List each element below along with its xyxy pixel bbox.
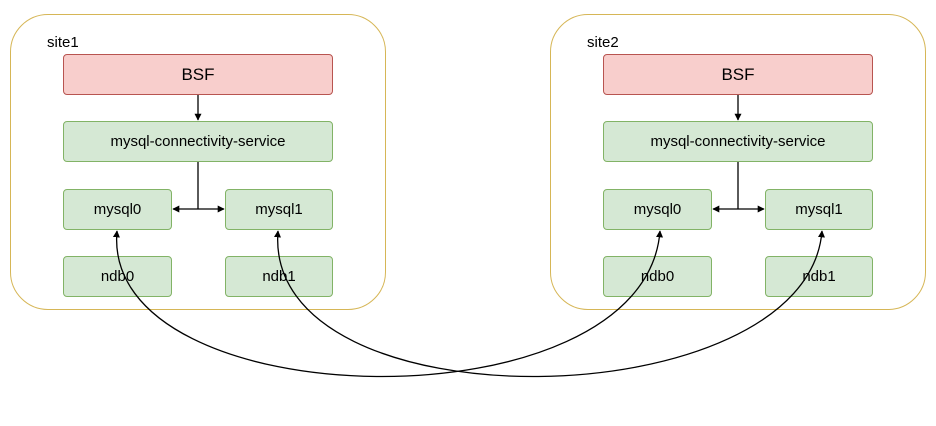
site2-label: site2	[587, 34, 619, 51]
site1-ndb1-node[interactable]: ndb1	[225, 256, 333, 297]
replication-site1-mysql0-to-site2-mysql0	[112, 230, 663, 378]
site1-mysql1-node[interactable]: mysql1	[225, 189, 333, 230]
site1-bsf-node[interactable]: BSF	[63, 54, 333, 95]
site2-ndb1-node[interactable]: ndb1	[765, 256, 873, 297]
site2-bsf-node[interactable]: BSF	[603, 54, 873, 95]
site2-mysql0-node[interactable]: mysql0	[603, 189, 712, 230]
site2-mysql-connectivity-service-node[interactable]: mysql-connectivity-service	[603, 121, 873, 162]
site2-ndb0-node[interactable]: ndb0	[603, 256, 712, 297]
site1-mysql-connectivity-service-node[interactable]: mysql-connectivity-service	[63, 121, 333, 162]
site2-mysql1-node[interactable]: mysql1	[765, 189, 873, 230]
site1-mysql0-node[interactable]: mysql0	[63, 189, 172, 230]
site1-ndb0-node[interactable]: ndb0	[63, 256, 172, 297]
replication-site1-mysql1-to-site2-mysql1	[274, 230, 825, 378]
site1-label: site1	[47, 34, 79, 51]
